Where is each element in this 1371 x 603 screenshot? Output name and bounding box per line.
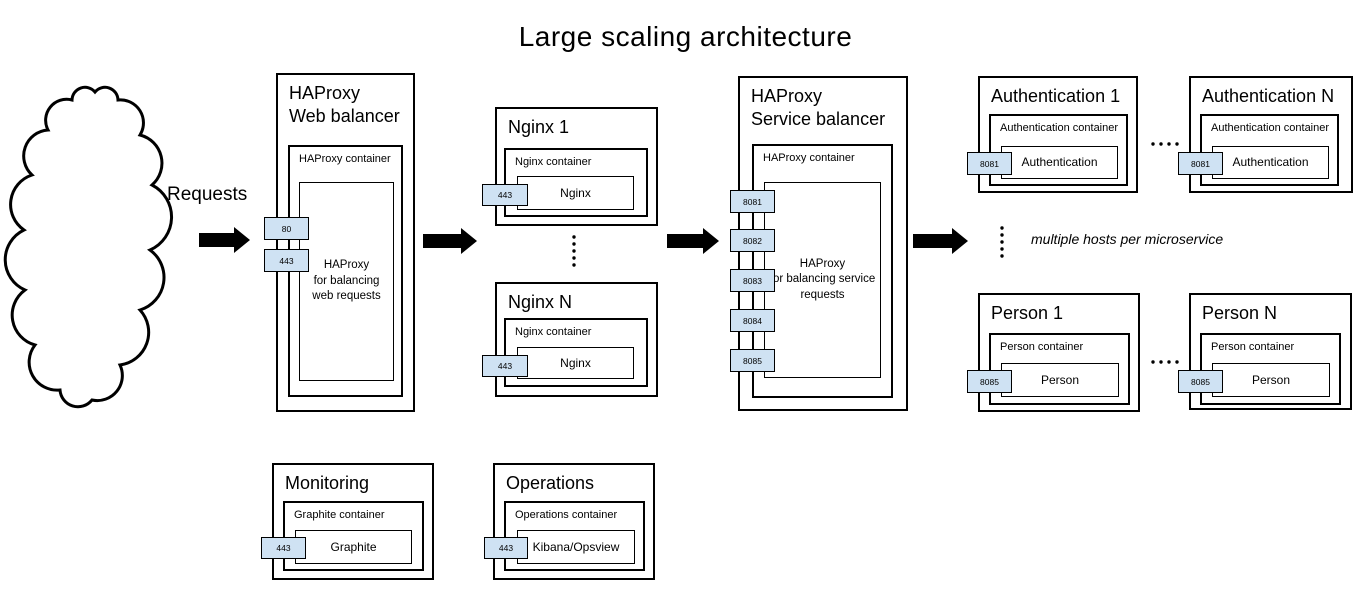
nginx-1-container-label: Nginx container xyxy=(515,156,592,168)
haproxy-service-process-label: HAProxy for balancing service requests xyxy=(769,257,876,301)
port-badge-8081: 8081 xyxy=(967,152,1012,175)
person-1-container-label: Person container xyxy=(1000,341,1084,353)
node-nginx-1-title: Nginx 1 xyxy=(508,117,570,137)
arrow-service-balancer-to-services-icon xyxy=(913,228,968,254)
node-authentication-n-title: Authentication N xyxy=(1202,86,1335,106)
authentication-1-container-label: Authentication container xyxy=(1000,122,1119,134)
node-haproxy-web-balancer-title: HAProxy Web balancer xyxy=(289,83,400,127)
port-badge-8084: 8084 xyxy=(730,309,775,332)
port-badge-80: 80 xyxy=(264,217,309,240)
authentication-1-process-box: Authentication xyxy=(1001,146,1118,179)
port-badge-8081: 8081 xyxy=(1178,152,1223,175)
nginx-n-container-label: Nginx container xyxy=(515,326,592,338)
person-1-process-box: Person xyxy=(1001,363,1119,397)
monitoring-container-label: Graphite container xyxy=(294,509,385,521)
port-badge-443: 443 xyxy=(482,355,528,377)
cloud-icon xyxy=(3,85,174,409)
requests-label: Requests xyxy=(167,184,248,205)
node-monitoring-title: Monitoring xyxy=(285,473,370,493)
port-badge-8085: 8085 xyxy=(1178,370,1223,393)
haproxy-service-container-label: HAProxy container xyxy=(763,152,855,164)
multiple-hosts-label: multiple hosts per microservice xyxy=(1031,231,1224,247)
authentication-n-container-label: Authentication container xyxy=(1211,122,1330,134)
page-title: Large scaling architecture xyxy=(518,21,853,52)
arrow-nginx-to-service-balancer-icon xyxy=(667,228,719,254)
haproxy-web-process-box: HAProxy for balancing web requests xyxy=(299,182,394,381)
arrow-cloud-to-web-balancer-icon xyxy=(199,227,250,253)
haproxy-service-process-box: HAProxy for balancing service requests xyxy=(764,182,881,378)
port-badge-443: 443 xyxy=(484,537,528,559)
haproxy-web-container-label: HAProxy container xyxy=(299,153,391,165)
nginx-ellipsis-vertical-dots xyxy=(572,235,576,267)
node-nginx-n-title: Nginx N xyxy=(508,292,573,312)
authentication-n-process-box: Authentication xyxy=(1212,146,1329,179)
nginx-n-process-label: Nginx xyxy=(560,355,591,370)
operations-container-label: Operations container xyxy=(515,509,618,521)
authentication-1-process-label: Authentication xyxy=(1021,155,1098,170)
node-person-1-title: Person 1 xyxy=(991,303,1064,323)
person-n-process-box: Person xyxy=(1212,363,1330,397)
port-badge-443: 443 xyxy=(261,537,306,559)
person-1-process-label: Person xyxy=(1040,372,1080,387)
haproxy-web-process-label: HAProxy for balancing web requests xyxy=(312,259,381,303)
authentication-n-process-label: Authentication xyxy=(1232,155,1309,170)
node-person-n-title: Person N xyxy=(1202,303,1278,323)
port-badge-8083: 8083 xyxy=(730,269,775,292)
port-badge-8085: 8085 xyxy=(730,349,775,372)
port-badge-8081: 8081 xyxy=(730,190,775,213)
monitoring-process-box: Graphite xyxy=(295,530,412,564)
microservice-ellipsis-vertical-dots xyxy=(1000,226,1004,258)
node-authentication-1-title: Authentication 1 xyxy=(991,86,1121,106)
arrow-web-balancer-to-nginx-icon xyxy=(423,228,477,254)
person-n-container-label: Person container xyxy=(1211,341,1295,353)
port-badge-8085: 8085 xyxy=(967,370,1012,393)
port-badge-8082: 8082 xyxy=(730,229,775,252)
port-badge-443: 443 xyxy=(264,249,309,272)
node-haproxy-service-balancer-title: HAProxy Service balancer xyxy=(751,86,886,130)
operations-process-box: Kibana/Opsview xyxy=(517,530,635,564)
monitoring-process-label: Graphite xyxy=(330,539,377,554)
nginx-n-process-box: Nginx xyxy=(517,347,634,379)
person-ellipsis-horizontal-dots xyxy=(1151,360,1179,364)
nginx-1-process-box: Nginx xyxy=(517,176,634,210)
nginx-1-process-label: Nginx xyxy=(560,185,591,200)
operations-process-label: Kibana/Opsview xyxy=(532,539,620,554)
authentication-ellipsis-horizontal-dots xyxy=(1151,142,1179,146)
port-badge-443: 443 xyxy=(482,184,528,206)
person-n-process-label: Person xyxy=(1251,372,1291,387)
node-operations-title: Operations xyxy=(506,473,595,493)
